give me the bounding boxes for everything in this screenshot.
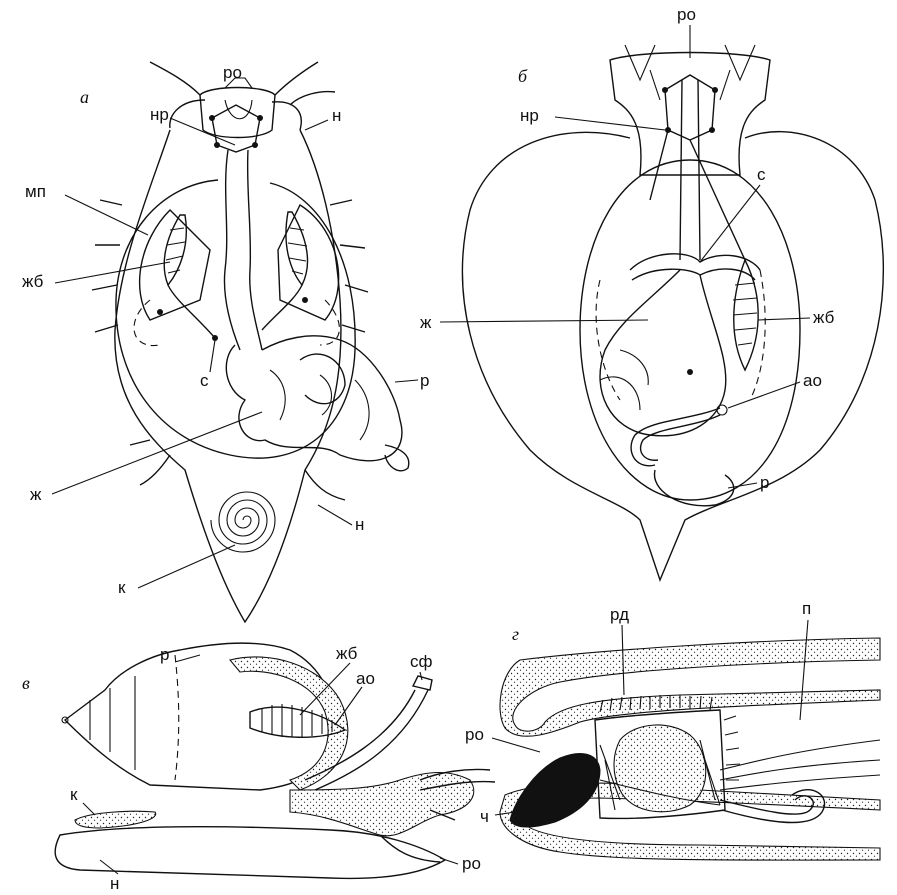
label-a-n-top: н [332, 106, 341, 125]
label-g-p: п [802, 599, 811, 618]
label-a-n-bottom: н [355, 515, 364, 534]
panel-v-drawing [55, 643, 495, 878]
label-v-zhb: жб [336, 644, 358, 663]
label-a-ro: ро [223, 63, 242, 82]
label-a-nr: нр [150, 105, 169, 124]
label-g-ro: ро [465, 725, 484, 744]
label-b-ao: ао [803, 371, 822, 390]
panel-a-letter: а [80, 87, 89, 107]
label-a-s: с [200, 371, 209, 390]
panel-b-leaders [440, 25, 810, 488]
label-b-zhb: жб [813, 308, 835, 327]
panel-g-drawing [500, 638, 880, 860]
label-b-nr: нр [520, 106, 539, 125]
label-a-zh: ж [30, 485, 42, 504]
panel-g-letter: г [512, 624, 519, 644]
label-a-mp: мп [25, 182, 46, 201]
label-v-k: к [70, 785, 78, 804]
label-v-ao: ао [356, 669, 375, 688]
label-b-r: р [760, 473, 769, 492]
label-g-rd: рд [610, 605, 629, 624]
label-b-zh: ж [420, 313, 432, 332]
label-v-n: н [110, 874, 119, 893]
label-a-r: р [420, 371, 429, 390]
panel-b-letter: б [518, 66, 528, 86]
label-v-ro: ро [462, 854, 481, 873]
panel-v-letter: в [22, 673, 30, 693]
label-v-r: р [160, 645, 169, 664]
label-a-zhb: жб [22, 272, 44, 291]
label-v-sf: сф [410, 652, 433, 671]
label-g-ch: ч [480, 807, 489, 826]
panel-a-drawing [92, 62, 409, 622]
label-b-s: с [757, 165, 766, 184]
label-a-k: к [118, 578, 126, 597]
label-b-ro: ро [677, 5, 696, 24]
